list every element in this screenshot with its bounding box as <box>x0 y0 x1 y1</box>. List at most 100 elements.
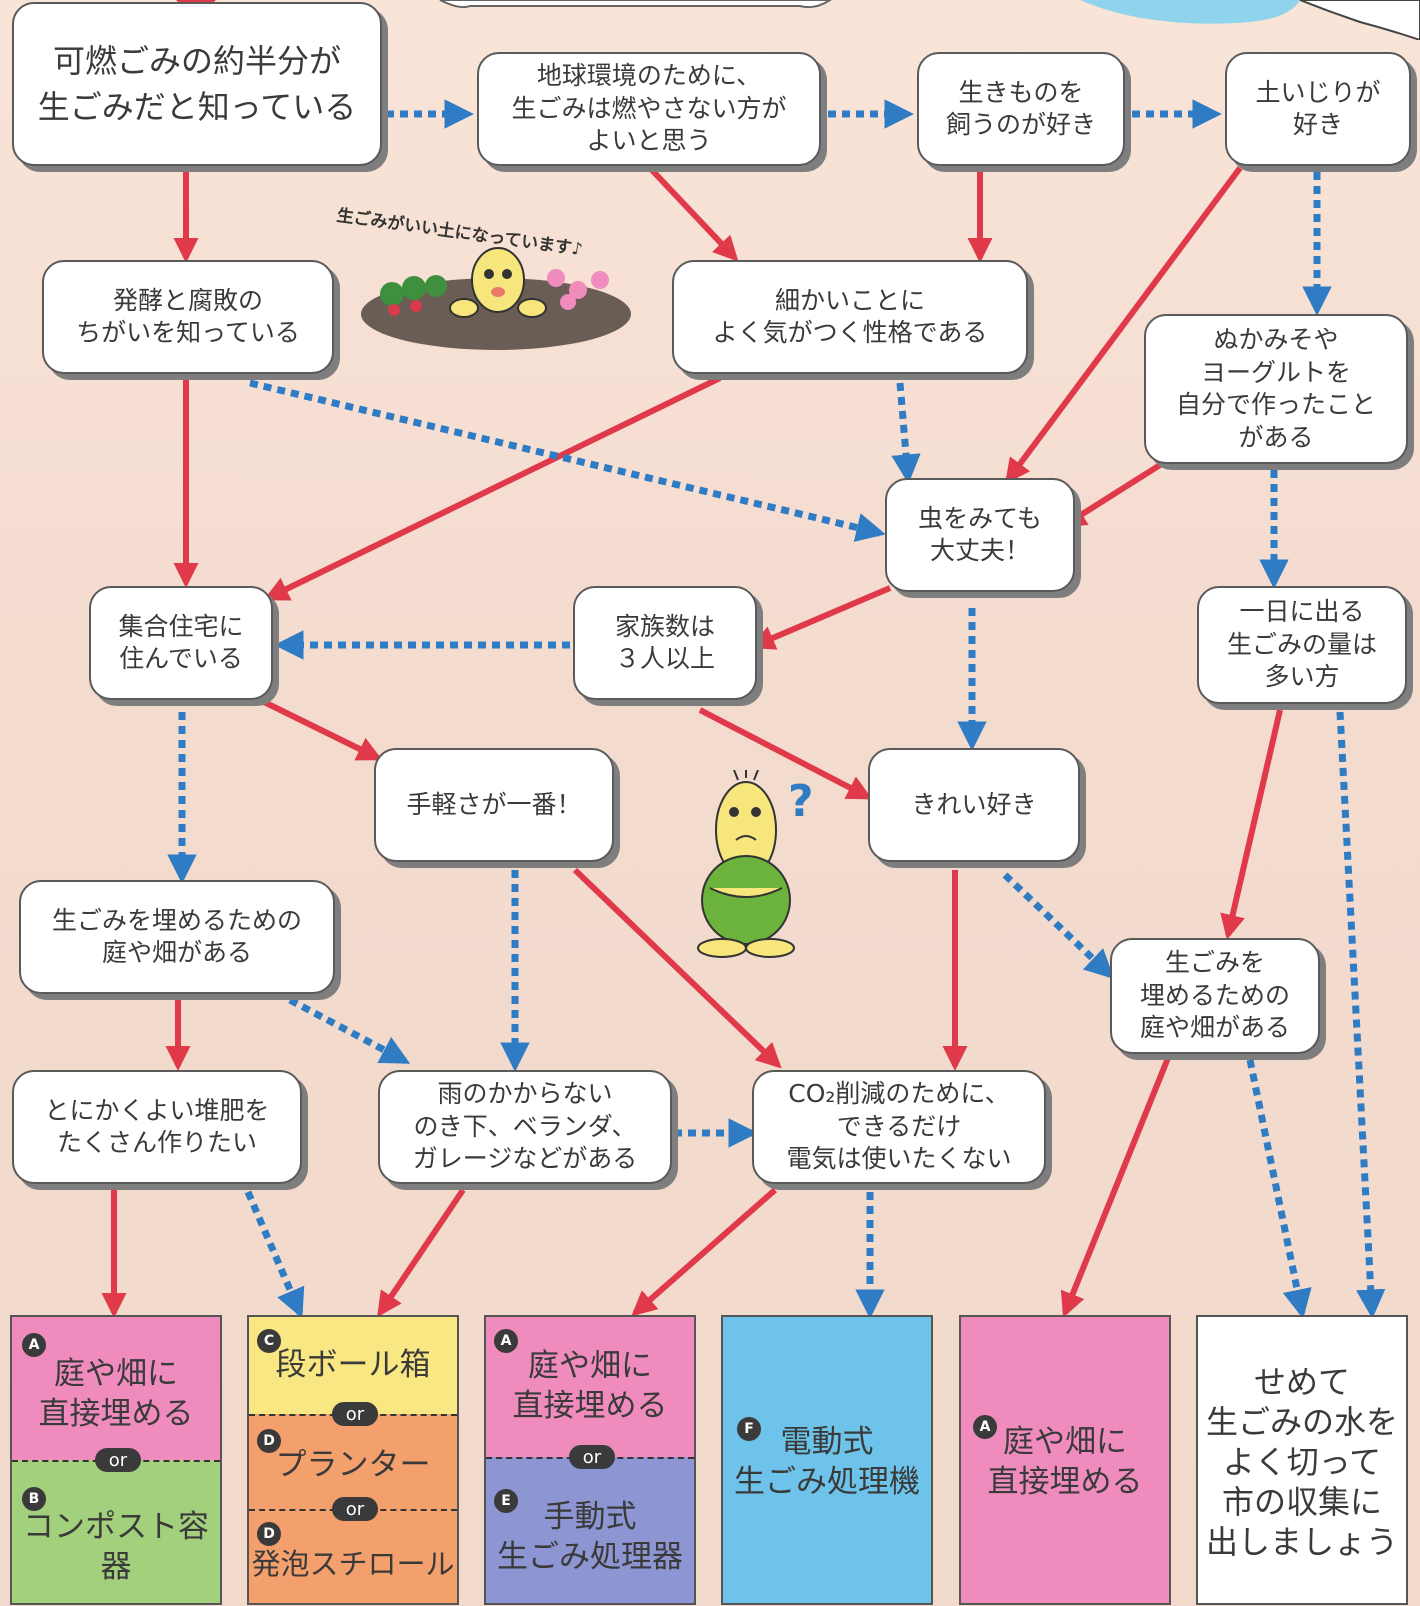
r3-badge-a: A <box>494 1329 518 1353</box>
mascot-foot-right <box>745 938 795 958</box>
node-no-burning-for-environment: 地球環境のために、 生ごみは燃やさない方が よいと思う <box>477 52 821 166</box>
node-lives-in-apartment: 集合住宅に 住んでいる <box>89 586 273 700</box>
node-lots-of-food-waste: 一日に出る 生ごみの量は 多い方 <box>1197 586 1407 704</box>
arrow-n14-n17 <box>288 996 411 1065</box>
character-corner <box>1299 0 1420 40</box>
mascot-thinking-illustration: ? <box>697 770 814 958</box>
mascot-mouth <box>491 287 505 297</box>
yes-arrows <box>101 165 1283 1319</box>
arrow-n4-n8 <box>1004 166 1243 485</box>
node-has-garden-right: 生ごみを 埋めるための 庭や畑がある <box>1110 938 1320 1054</box>
top-banner-edge <box>439 0 832 9</box>
mascot-hair <box>733 770 759 781</box>
flower-1 <box>547 269 565 287</box>
arrow-n11-r6 <box>1336 711 1386 1319</box>
result-r6: せめて 生ごみの水を よく切って 市の収集に 出しましょう <box>1196 1315 1408 1605</box>
no-arrows <box>167 99 1386 1319</box>
r3-or: or <box>569 1445 615 1469</box>
node-likes-living-things: 生きものを 飼うのが好き <box>917 52 1125 166</box>
mascot-eye-right <box>502 269 512 279</box>
node-has-garden-left: 生ごみを埋めるための 庭や畑がある <box>19 880 335 994</box>
result-r2: C 段ボール箱 or D プランター or D 発泡スチロール <box>247 1315 459 1605</box>
r3-purple-section <box>486 1457 694 1603</box>
node-likes-gardening: 土いじりが 好き <box>1225 52 1411 166</box>
r4-badge-f: F <box>737 1417 761 1441</box>
arrow-n8-n10 <box>749 585 892 650</box>
result-r4: F 電動式 生ごみ処理機 <box>721 1315 933 1605</box>
r2-badge-d2: D <box>257 1522 281 1546</box>
node-has-sheltered-space: 雨のかからない のき下、ベランダ、 ガレージなどがある <box>378 1070 672 1184</box>
r1-green-section <box>12 1460 220 1603</box>
node-likes-cleanliness: きれい好き <box>868 748 1080 862</box>
mascot-foot-left <box>697 938 747 958</box>
result-r1: A 庭や畑に 直接埋める or B コンポスト容器 <box>10 1315 222 1605</box>
arrow-n15-r6 <box>1246 1059 1312 1319</box>
r2-or-2: or <box>332 1497 378 1521</box>
r2-styrofoam: 発泡スチロール <box>251 1547 455 1582</box>
pink-flowers <box>547 269 609 310</box>
leaf-3 <box>425 275 447 297</box>
arrow-n17-r2 <box>377 1188 466 1318</box>
node-wants-good-compost: とにかくよい堆肥を たくさん作りたい <box>12 1070 302 1184</box>
r1-badge-b: B <box>22 1487 46 1511</box>
r2-badge-d1: D <box>257 1429 281 1453</box>
question-mark: ? <box>788 776 814 827</box>
r2-or-1: or <box>332 1402 378 1426</box>
top-decoration <box>176 0 1420 40</box>
r1-badge-a: A <box>22 1333 46 1357</box>
r5-badge-a: A <box>973 1415 997 1439</box>
r1-pink-section <box>12 1317 220 1460</box>
node-attentive-personality: 細かいことに よく気がつく性格である <box>672 260 1028 374</box>
flower-2 <box>569 281 587 299</box>
flower-4 <box>560 294 576 310</box>
arrow-n11-n15 <box>1220 709 1283 940</box>
arrow-n16-r2 <box>244 1190 305 1319</box>
r4-electric-processor: 電動式 生ごみ処理機 <box>734 1423 920 1500</box>
arrow-n18-r3 <box>631 1187 777 1317</box>
arrow-n12-n18 <box>572 867 782 1069</box>
r2-yellow-section <box>249 1317 457 1414</box>
flower-3 <box>591 271 609 289</box>
r1-direct-burial: 庭や畑に 直接埋める <box>38 1355 194 1432</box>
arrow-n15-r5 <box>1060 1056 1171 1318</box>
r2-badge-c: C <box>257 1329 281 1353</box>
leaf-1 <box>380 282 404 306</box>
r3-direct-burial: 庭や畑に 直接埋める <box>512 1347 668 1424</box>
r3-badge-e: E <box>494 1489 518 1513</box>
arrow-n6-n8 <box>891 382 921 484</box>
mascot-eye-right <box>751 807 761 817</box>
mascot-arms <box>709 887 783 898</box>
node-ok-with-bugs: 虫をみても 大丈夫！ <box>885 478 1075 592</box>
mascot-body <box>701 855 791 945</box>
mascot-frown <box>735 835 757 841</box>
r6-drain-and-collect: せめて 生ごみの水を よく切って 市の収集に 出しましょう <box>1205 1363 1398 1561</box>
node-convenience-first: 手軽さが一番！ <box>374 748 614 862</box>
arrow-n7-n8 <box>1060 462 1162 528</box>
arrow-n5-n8 <box>249 379 886 542</box>
arrow-n10-n13 <box>698 707 873 800</box>
arrow-n2-n6 <box>647 165 739 262</box>
r5-direct-burial: 庭や畑に 直接埋める <box>987 1423 1143 1500</box>
node-family-three-or-more: 家族数は ３人以上 <box>573 586 757 700</box>
r3-manual-processor: 手動式 生ごみ処理器 <box>497 1498 683 1575</box>
radishes <box>388 300 422 316</box>
mascot-hand-right <box>517 298 547 318</box>
radish-1 <box>388 304 400 316</box>
mascot-eye-left <box>729 807 739 817</box>
node-knows-fermentation: 発酵と腐敗の ちがいを知っている <box>42 260 334 374</box>
r2-cardboard-box: 段ボール箱 <box>275 1346 431 1383</box>
r1-compost-container: コンポスト容器 <box>23 1508 209 1585</box>
bubble-edge <box>1080 0 1300 24</box>
result-r5: A 庭や畑に 直接埋める <box>959 1315 1171 1605</box>
node-avoid-electricity: CO₂削減のために、 できるだけ 電気は使いたくない <box>752 1070 1046 1184</box>
result-r3: A 庭や畑に 直接埋める or E 手動式 生ごみ処理器 <box>484 1315 696 1605</box>
mascot-hand-left <box>449 298 479 318</box>
arrow-n6-n9 <box>263 375 722 601</box>
r2-planter: プランター <box>275 1446 431 1483</box>
node-made-nukamiso-yogurt: ぬかみそや ヨーグルトを 自分で作ったこと がある <box>1144 314 1408 464</box>
vegetable-sprouts <box>380 275 447 306</box>
arrow-n13-n15 <box>1002 872 1115 980</box>
r3-pink-section <box>486 1317 694 1457</box>
